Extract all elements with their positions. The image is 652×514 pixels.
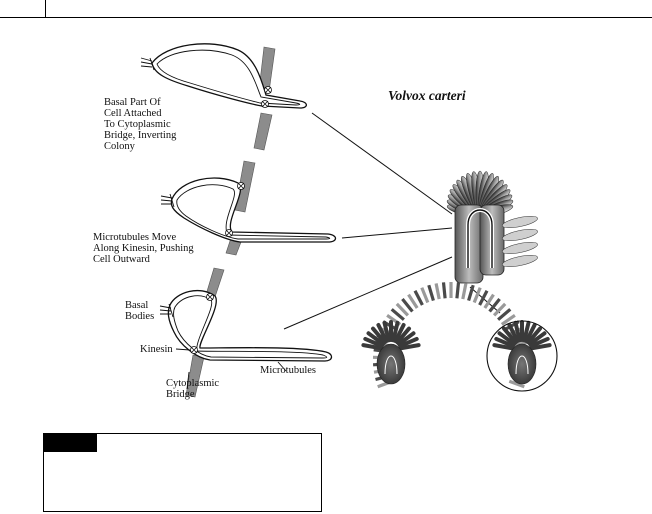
- colony-arc-cell: [508, 379, 525, 389]
- colony-bulb-cell: [507, 323, 520, 344]
- colony-arc-cell: [488, 298, 501, 313]
- colony-arc-cell: [500, 313, 516, 326]
- page-header-tick: [45, 0, 46, 18]
- colony-side-cell: [502, 228, 538, 242]
- colony-arc-cell: [427, 284, 435, 302]
- colony-arc-cell: [441, 282, 447, 299]
- colony-bulb-cell: [497, 331, 516, 346]
- colony-arc: [361, 282, 552, 389]
- colony-bulb-cell: [376, 323, 389, 344]
- colony-bulb-cell: [395, 326, 411, 345]
- kinesin-stage-3: [190, 293, 214, 354]
- basal-bodies-stage-2: [160, 193, 175, 208]
- colony-arc-cell: [395, 302, 410, 317]
- label-cytoplasmic-bridge: Cytoplasmic Bridge: [166, 378, 220, 400]
- colony-arc-cell: [407, 293, 419, 309]
- label-stage-2: Microtubules Move Along Kinesin, Pushing…: [93, 232, 194, 265]
- label-leader-lines: [175, 348, 287, 390]
- colony-bulb-cell: [371, 326, 387, 345]
- basal-bodies-stage-1: [140, 57, 155, 71]
- colony-arc-cell: [420, 287, 430, 304]
- colony-bulb-cell: [524, 323, 537, 344]
- colony-bulb-cell: [397, 331, 416, 346]
- colony-bulb-cell: [526, 326, 542, 345]
- inverting-colony: [446, 170, 538, 284]
- colony-arc-cell: [472, 287, 482, 304]
- colony-bulb-core: [515, 355, 529, 375]
- colony-bulb-cell: [398, 343, 421, 351]
- colony-bulb-cell: [366, 331, 385, 346]
- species-title: Volvox carteri: [388, 88, 466, 103]
- colony-bulb-cell: [393, 323, 406, 344]
- magnifier-circle: [486, 320, 558, 392]
- colony-arc-cell: [483, 293, 495, 309]
- page-header-rule: [0, 17, 652, 18]
- colony-arc-cell: [401, 298, 414, 313]
- label-stage-1: Basal Part Of Cell Attached To Cytoplasm…: [104, 97, 177, 152]
- label-basal-bodies: Basal Bodies: [125, 300, 155, 322]
- colony-bulb-core: [384, 355, 398, 375]
- colony-bulb-cell: [361, 343, 384, 351]
- colony-arc-cell: [390, 308, 405, 321]
- basal-bodies-stage-3: [159, 303, 174, 318]
- kinesin-stage-2: [225, 182, 245, 237]
- colony-bulb-cell: [529, 336, 550, 348]
- colony-arc-cell: [413, 290, 424, 306]
- colony-bulb-cell: [502, 326, 518, 345]
- colony-bulb-cell: [528, 331, 547, 346]
- label-microtubules: Microtubules: [260, 365, 316, 376]
- colony-arc-cell: [478, 290, 489, 306]
- colony-arc-cell: [461, 283, 468, 300]
- colony-arc-cell: [492, 302, 507, 317]
- cell-stage-2: [170, 177, 337, 243]
- colony-side-cell: [502, 241, 538, 255]
- kinesin-stage-1: [261, 86, 272, 108]
- colony-bulb-cell: [391, 320, 400, 343]
- colony-bulb-body: [507, 343, 537, 385]
- connector-lines: [283, 112, 501, 330]
- colony-bulb-cell: [529, 343, 552, 351]
- colony-arc-cell: [455, 282, 461, 299]
- colony-bulb-cell: [363, 336, 384, 348]
- caption-tab: [44, 434, 97, 452]
- colony-bulb-cell: [382, 320, 391, 343]
- colony-side-cell: [502, 254, 538, 268]
- colony-arc-cell: [467, 284, 475, 302]
- colony-arc-cell: [434, 283, 441, 300]
- colony-bulb-body: [376, 343, 406, 385]
- cell-stage-1: [151, 43, 308, 109]
- cytoplasmic-bridge-band: [185, 46, 276, 398]
- colony-arc-cell: [497, 308, 512, 321]
- label-kinesin: Kinesin: [140, 344, 173, 355]
- colony-bulb-cell: [398, 336, 419, 348]
- colony-bulb-cell: [494, 336, 515, 348]
- colony-bulb-cell: [513, 320, 522, 343]
- colony-bulb-cell: [492, 343, 515, 351]
- caption-box: [43, 433, 322, 512]
- colony-bulb-cell: [522, 320, 531, 343]
- colony-side-cell: [502, 215, 538, 229]
